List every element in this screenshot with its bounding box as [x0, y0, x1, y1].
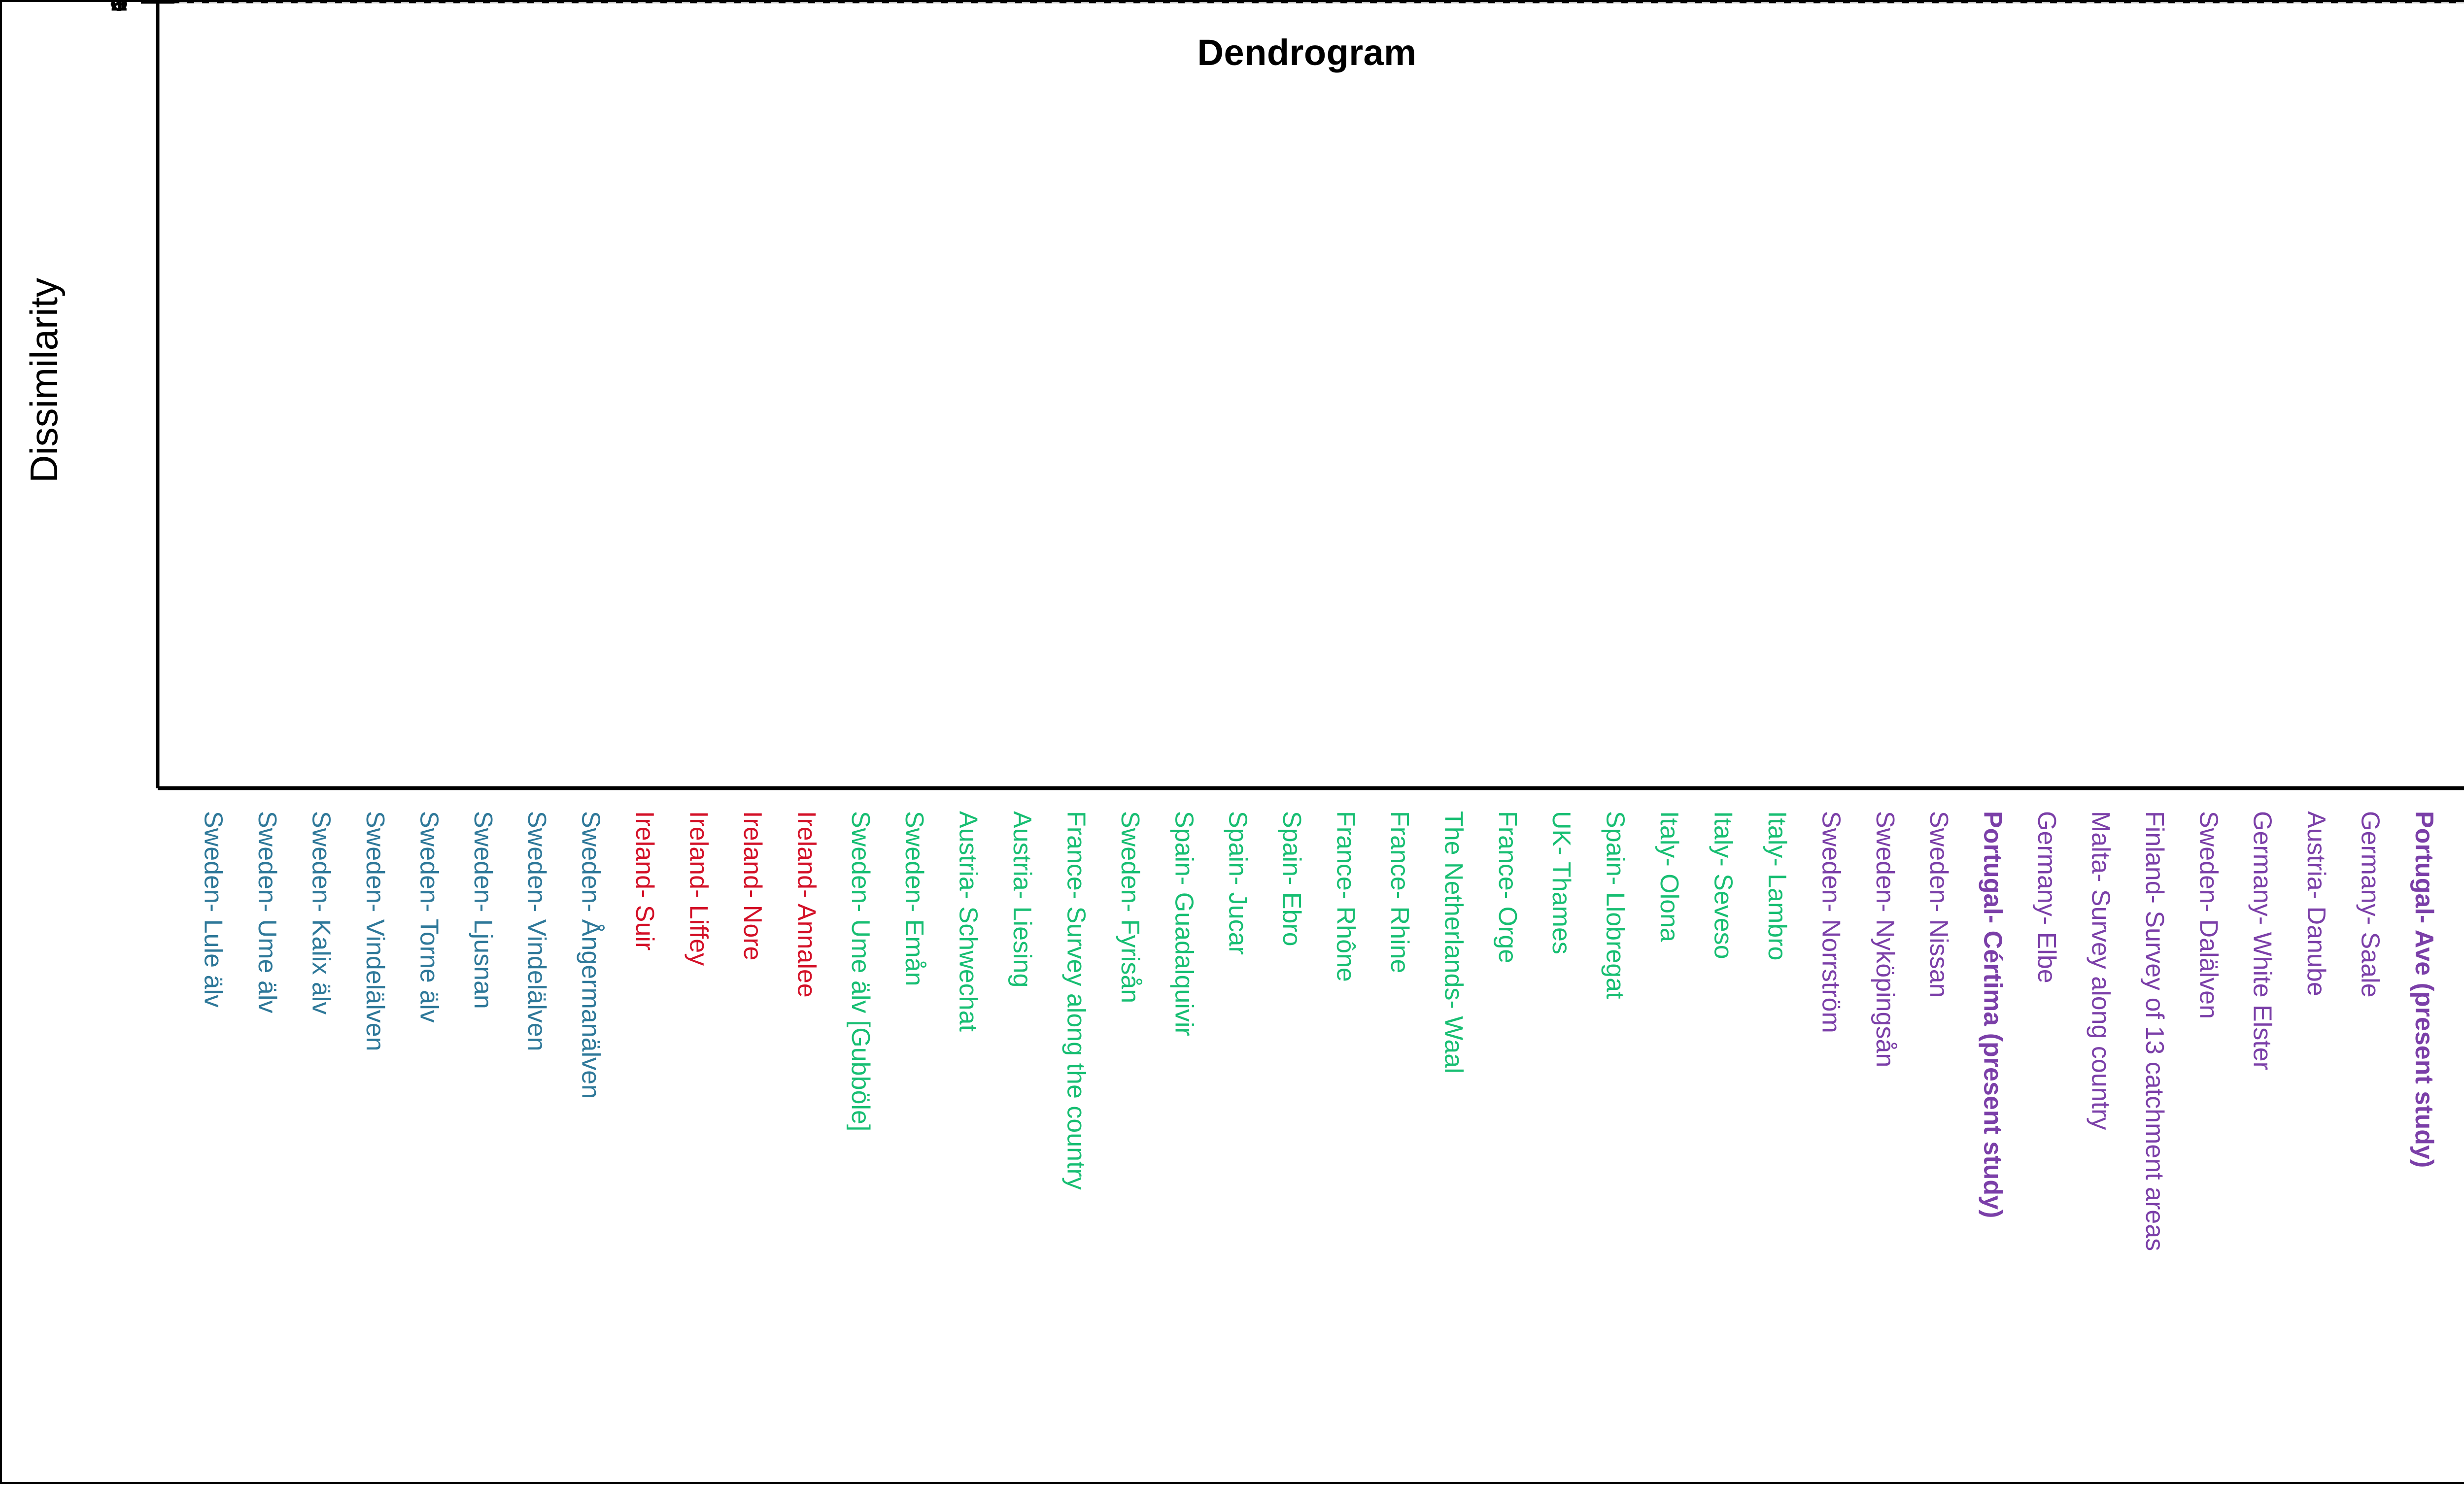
leaf-label-37: Sweden- Dalälven	[2194, 811, 2223, 1019]
axes-group	[141, 2, 2464, 790]
leaf-label-11: Ireland- Annalee	[792, 811, 821, 998]
y-tick-label: 4	[110, 2, 128, 17]
leaf-label-23: The Netherlands- Waal	[1439, 811, 1468, 1074]
leaf-label-7: Sweden- Ångermanälven	[577, 811, 605, 1099]
y-tick-label: 2	[110, 2, 128, 17]
leaf-label-17: Sweden- Fyrisån	[1116, 811, 1144, 1003]
leaf-label-41: Portugal- Ave (present study)	[2410, 811, 2438, 1168]
leaf-label-31: Sweden- Nyköpingsån	[1871, 811, 1899, 1067]
leaf-label-10: Ireland- Nore	[738, 811, 767, 960]
y-tick-label: 5	[110, 2, 128, 17]
leaf-label-28: Italy- Seveso	[1709, 811, 1738, 959]
leaf-label-38: Germany- White Elster	[2248, 811, 2277, 1070]
page-title: Dendrogram	[1197, 32, 1417, 73]
leaf-label-29: Italy- Lambro	[1763, 811, 1791, 960]
leaf-label-0: Sweden- Lule älv	[199, 811, 228, 1008]
leaf-label-39: Austria- Danube	[2302, 811, 2330, 996]
y-tick-label: 3	[110, 2, 128, 17]
leaf-label-5: Sweden- Ljusnan	[469, 811, 497, 1009]
leaf-label-3: Sweden- Vindelälven	[361, 811, 389, 1051]
leaf-labels-group: Sweden- Lule älv Sweden- Ume älv Sweden- K…	[199, 811, 2464, 1251]
leaf-label-14: Austria- Schwechat	[954, 811, 983, 1032]
leaf-label-19: Spain- Jucar	[1224, 811, 1252, 955]
leaf-label-15: Austria- Liesing	[1008, 811, 1036, 987]
leaf-label-1: Sweden- Ume älv	[253, 811, 281, 1013]
leaf-label-36: Finland- Survey of 13 catchment areas	[2140, 811, 2169, 1251]
y-tick-label: 1	[110, 2, 128, 17]
y-tick-label: 0	[110, 2, 128, 17]
leaf-label-2: Sweden- Kalix älv	[307, 811, 336, 1014]
y-tick-labels-group: 0123456	[110, 2, 128, 17]
leaf-label-21: France- Rhône	[1332, 811, 1360, 982]
leaf-label-32: Sweden- Nissan	[1924, 811, 1953, 998]
leaf-label-26: Spain- Llobregat	[1601, 811, 1630, 999]
leaf-label-30: Sweden- Norrström	[1816, 811, 1845, 1033]
leaf-label-34: Germany- Elbe	[2032, 811, 2061, 983]
leaf-label-25: UK- Thames	[1547, 811, 1575, 954]
leaf-label-13: Sweden- Emån	[900, 811, 928, 986]
leaf-label-9: Ireland- Liffey	[684, 811, 713, 966]
leaf-label-40: Germany- Saale	[2356, 811, 2385, 998]
leaf-label-8: Ireland- Suir	[630, 811, 659, 950]
leaf-label-33: Portugal- Cértima (present study)	[1979, 811, 2007, 1218]
leaf-label-18: Spain- Guadalquivir	[1169, 811, 1198, 1036]
leaf-label-12: Sweden- Ume älv [Gubböle]	[846, 811, 875, 1131]
leaf-label-35: Malta- Survey along country	[2086, 811, 2115, 1130]
leaf-label-6: Sweden- Vindelälven	[522, 811, 551, 1051]
leaf-label-16: France- Survey along the country	[1061, 811, 1090, 1190]
leaf-label-4: Sweden- Torne älv	[414, 811, 443, 1023]
leaf-label-27: Italy- Olona	[1655, 811, 1683, 942]
leaf-label-22: France- Rhine	[1385, 811, 1414, 973]
y-tick-label: 6	[110, 2, 128, 17]
leaf-label-24: France- Orge	[1493, 811, 1522, 963]
leaf-label-20: Spain- Ebro	[1277, 811, 1306, 946]
